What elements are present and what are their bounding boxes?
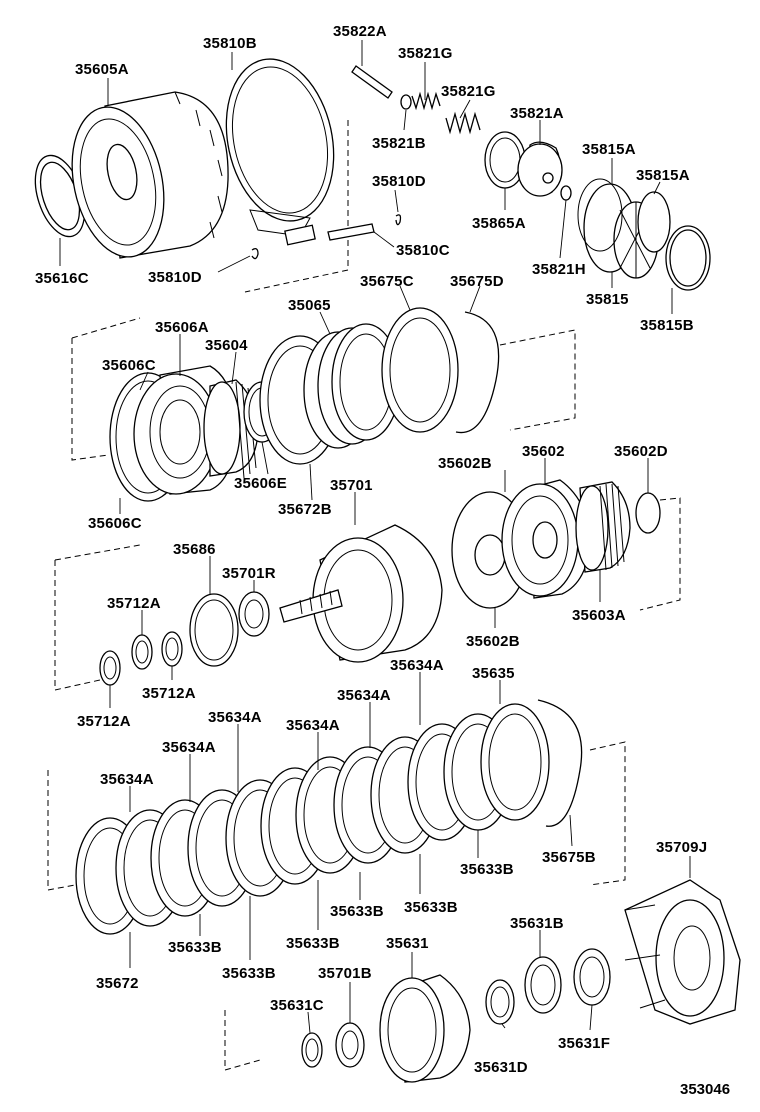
label-35672: 35672 [96,975,139,992]
snap-ring-35675B [537,699,583,827]
label-35810D-1: 35810D [372,173,426,190]
label-35810B: 35810B [203,35,257,52]
label-35606C-1: 35606C [102,357,156,374]
label-35605A: 35605A [75,61,129,78]
snap-ring-35815B [665,225,711,291]
label-35701B: 35701B [318,965,372,982]
label-35602: 35602 [522,443,565,460]
label-35634A-5: 35634A [162,739,216,756]
label-35634A-4: 35634A [286,717,340,734]
clip-35810D-lower [251,248,259,260]
bearing-35701R [238,591,270,637]
label-35712A-2: 35712A [142,685,196,702]
label-35606A: 35606A [155,319,209,336]
label-35065: 35065 [288,297,331,314]
label-35634A-3: 35634A [208,709,262,726]
label-35810C: 35810C [396,242,450,259]
label-35633B-6: 35633B [222,965,276,982]
label-35821G-1: 35821G [398,45,453,62]
label-35815A-2: 35815A [636,167,690,184]
label-35633B-2: 35633B [330,903,384,920]
piston-35821A [517,141,563,197]
label-35634A-1: 35634A [390,657,444,674]
band-35810B [225,58,335,246]
label-35631C: 35631C [270,997,324,1014]
label-35633B-4: 35633B [286,935,340,952]
leader-lines [59,40,691,1034]
seal-35815A-1 [577,178,623,252]
label-35815: 35815 [586,291,629,308]
washer-35631C [301,1032,323,1068]
part-labels: 35605A 35810B 35822A 35821G 35821G 35821… [35,23,730,1098]
label-35604: 35604 [205,337,248,354]
label-35821H: 35821H [532,261,586,278]
label-35822A: 35822A [333,23,387,40]
bearing-35701B [335,1022,365,1068]
label-35602B-2: 35602B [466,633,520,650]
group-outlines [47,120,681,1071]
label-35815A-1: 35815A [582,141,636,158]
label-35672B: 35672B [278,501,332,518]
label-35712A-3: 35712A [77,713,131,730]
label-35602B-1: 35602B [438,455,492,472]
ring-35821H [560,185,572,201]
label-35821B: 35821B [372,135,426,152]
label-35821G-2: 35821G [441,83,496,100]
label-35709J: 35709J [656,839,707,856]
label-35675C: 35675C [360,273,414,290]
label-35712A-1: 35712A [107,595,161,612]
label-35810D-2: 35810D [148,269,202,286]
label-35675B: 35675B [542,849,596,866]
snap-ring-35602D [635,492,661,534]
label-35631F: 35631F [558,1035,610,1052]
hub-35603A [575,481,631,573]
drum-35631 [379,974,471,1083]
pin-35822A [351,65,393,99]
label-35815B: 35815B [640,317,694,334]
spring-35821G-1 [411,91,441,111]
label-35633B-1: 35633B [460,861,514,878]
ring-35821B [400,94,412,110]
seal-35815A-2 [637,191,671,253]
washer-35631D [485,979,515,1025]
label-35821A: 35821A [510,105,564,122]
label-35606C-2: 35606C [88,515,142,532]
hub-35709J [624,879,741,1025]
bearing-35631B [524,956,562,1014]
label-35633B-5: 35633B [168,939,222,956]
label-35606E: 35606E [234,475,287,492]
drum-35602 [501,479,591,599]
diagram-id: 353046 [680,1081,730,1098]
spring-35821G-2 [445,111,481,135]
ring-35686 [189,593,239,667]
washer-35712A-1 [161,631,183,667]
label-35865A: 35865A [472,215,526,232]
label-35634A-6: 35634A [100,771,154,788]
label-35616C: 35616C [35,270,89,287]
label-35631: 35631 [386,935,429,952]
plate-35675C [381,307,459,433]
label-35686: 35686 [173,541,216,558]
label-35675D: 35675D [450,273,504,290]
washer-35712A-2 [131,634,153,670]
label-35631D: 35631D [474,1059,528,1076]
washer-35712A-3 [99,650,121,686]
plate-35635 [480,703,550,821]
label-35631B: 35631B [510,915,564,932]
race-35631F [573,948,611,1006]
label-35603A: 35603A [572,607,626,624]
label-35602D: 35602D [614,443,668,460]
label-35635: 35635 [472,665,515,682]
snap-ring-35675D [455,311,500,434]
clip-35810D-upper [395,214,402,226]
pin-35810C [327,223,375,241]
label-35634A-2: 35634A [337,687,391,704]
label-35701R: 35701R [222,565,276,582]
drum-35605A [71,91,229,259]
hub-35701 [279,524,443,663]
label-35701: 35701 [330,477,373,494]
label-35633B-3: 35633B [404,899,458,916]
